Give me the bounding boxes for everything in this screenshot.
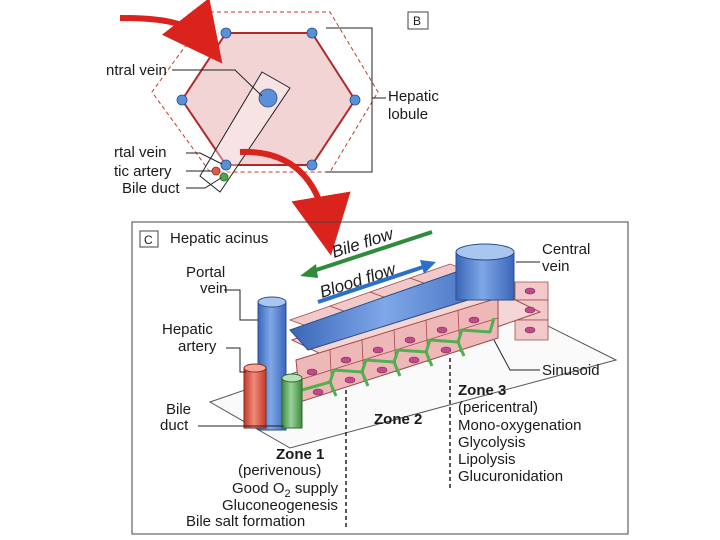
hepatic-artery-top (243, 363, 267, 373)
hepatic-artery-dot (211, 166, 221, 176)
zone1-o2-subscript: 2 (285, 488, 291, 500)
panel-c-frame (131, 221, 629, 535)
leader-bile-duct (186, 177, 222, 189)
zone1-o2-supply: Good O2 supply (232, 480, 339, 500)
zone3-item: Glucuronidation (458, 468, 563, 485)
label-central-vein-c-2: vein (542, 258, 570, 275)
bile-duct-top (281, 373, 303, 383)
label-sinusoid: Sinusoid (542, 362, 600, 379)
leader-portal-vein-c (224, 289, 258, 321)
central-vein-dot (258, 88, 278, 108)
panel-c-letter: C (144, 233, 153, 247)
leader-central-vein (172, 69, 263, 97)
label-bile-duct: Bile duct (122, 180, 180, 197)
label-hepatic-artery: tic artery (114, 163, 172, 180)
portal-triad-dot (306, 27, 318, 39)
label-hepatic-lobule-line1: Hepatic (388, 88, 439, 105)
bile-duct-tube (281, 377, 303, 429)
zone3-item: Glycolysis (458, 434, 526, 451)
zone1-o2-part-b: supply (291, 480, 339, 497)
red-arrow-middle (239, 148, 351, 256)
bile-duct-dot (219, 172, 229, 182)
label-central-vein-c-1: Central (542, 241, 590, 258)
bile-flow-arrowhead (300, 264, 318, 278)
portal-triad-dot (306, 159, 318, 171)
portal-triad-dot (176, 94, 188, 106)
label-portal-vein-c-2: vein (200, 280, 228, 297)
zone2-title: Zone 2 (374, 411, 422, 428)
zone1-gluconeogenesis: Gluconeogenesis (222, 497, 338, 514)
panel-b-letter: B (413, 14, 421, 28)
blood-flow-arrow (317, 264, 427, 304)
panel-c: C Hepatic acinus (131, 221, 629, 535)
hepatocyte-nuclei (306, 287, 536, 396)
panel-b-letter-box (407, 11, 429, 30)
zone3-subtitle: (pericentral) (458, 399, 538, 416)
zone3-item: Lipolysis (458, 451, 516, 468)
portal-triad-dot (349, 94, 361, 106)
zone1-subtitle: (perivenous) (238, 462, 321, 479)
label-bile-duct-c-1: Bile (166, 401, 191, 418)
leader-sinusoid (493, 339, 540, 371)
zone3-item: Mono-oxygenation (458, 417, 581, 434)
zone1-o2-part-a: Good O (232, 480, 285, 497)
red-arrow-top (119, 0, 223, 64)
panel-c-title: Hepatic acinus (170, 230, 268, 247)
portal-vein-dot (220, 159, 232, 171)
zone1-bile-salt: Bile salt formation (186, 513, 305, 530)
panel-c-letter-box (139, 230, 159, 248)
label-bile-duct-c-2: duct (160, 417, 189, 434)
label-portal-vein: rtal vein (114, 144, 167, 161)
zone3-title: Zone 3 (458, 382, 506, 399)
hepatic-artery-tube (243, 367, 267, 429)
portal-triad-dot (220, 27, 232, 39)
bracket-hepatic-lobule (326, 27, 373, 173)
label-central-vein: ntral vein (106, 62, 167, 79)
label-hepatic-lobule-line2: lobule (388, 106, 428, 123)
label-portal-vein-c-1: Portal (186, 264, 225, 281)
bile-flow-arrow (309, 230, 433, 274)
label-hepatic-artery-c-1: Hepatic (162, 321, 213, 338)
panel-b: ntral vein Hepatic lobule rtal vein tic … (106, 11, 439, 197)
portal-vein-top (257, 296, 287, 308)
dashed-hexagon (151, 11, 379, 173)
leader-portal-vein (186, 152, 223, 165)
zone1-title: Zone 1 (276, 446, 324, 463)
blood-flow-arrowhead (420, 260, 436, 274)
central-vein-top (455, 243, 515, 261)
leader-hepatic-artery-c (226, 347, 246, 373)
label-hepatic-artery-c-2: artery (178, 338, 217, 355)
bile-canaliculi (301, 317, 496, 397)
